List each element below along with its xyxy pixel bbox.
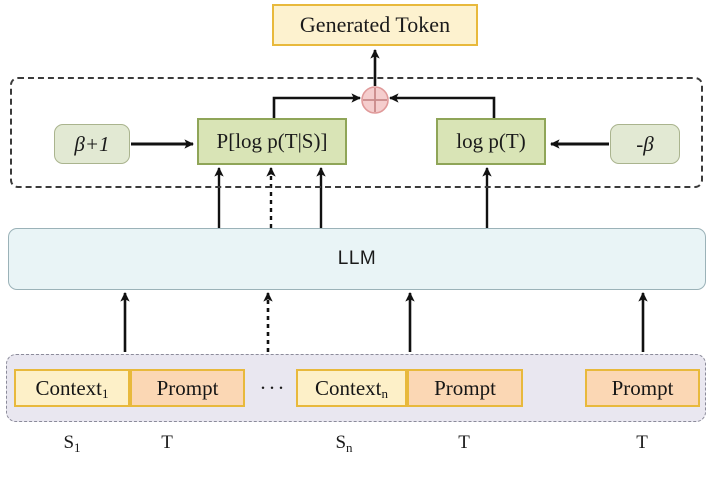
context-1-label: Context1 bbox=[35, 375, 109, 402]
right-formula-label: log p(T) bbox=[456, 129, 526, 153]
llm-label: LLM bbox=[337, 248, 377, 269]
prompt-n-box: Prompt bbox=[407, 369, 523, 407]
llm-box: LLM bbox=[8, 228, 706, 290]
prompt-n-label: Prompt bbox=[434, 375, 496, 400]
context-n-box: Contextn bbox=[296, 369, 407, 407]
left-formula-label: P[log p(T|S)] bbox=[216, 129, 328, 153]
negative-beta-label: -β bbox=[636, 131, 654, 156]
scoring-block-container bbox=[10, 77, 703, 188]
beta-plus-one-label: β+1 bbox=[74, 131, 110, 156]
left-formula-box: P[log p(T|S)] bbox=[197, 118, 347, 165]
context-1-box: Context1 bbox=[14, 369, 130, 407]
generated-token-label: Generated Token bbox=[299, 12, 451, 37]
label-t2: T bbox=[458, 432, 470, 453]
label-t1: T bbox=[161, 432, 173, 453]
prompt-1-box: Prompt bbox=[130, 369, 245, 407]
arrow-left-formula-to-combiner bbox=[272, 93, 361, 118]
prompt-last-label: Prompt bbox=[611, 375, 674, 400]
circle-plus-icon bbox=[361, 86, 389, 114]
prompt-last-box: Prompt bbox=[585, 369, 700, 407]
label-sn: Sn bbox=[335, 432, 353, 455]
arrow-right-formula-to-combiner bbox=[389, 93, 496, 118]
inputs-ellipsis: ··· bbox=[259, 375, 287, 400]
generated-token-box: Generated Token bbox=[272, 4, 478, 46]
label-t3: T bbox=[636, 432, 648, 453]
prompt-1-label: Prompt bbox=[156, 375, 219, 400]
right-formula-box: log p(T) bbox=[436, 118, 546, 165]
context-n-label: Contextn bbox=[314, 375, 388, 402]
label-s1: S1 bbox=[63, 432, 81, 455]
beta-plus-one-box: β+1 bbox=[54, 124, 130, 164]
negative-beta-box: -β bbox=[610, 124, 680, 164]
